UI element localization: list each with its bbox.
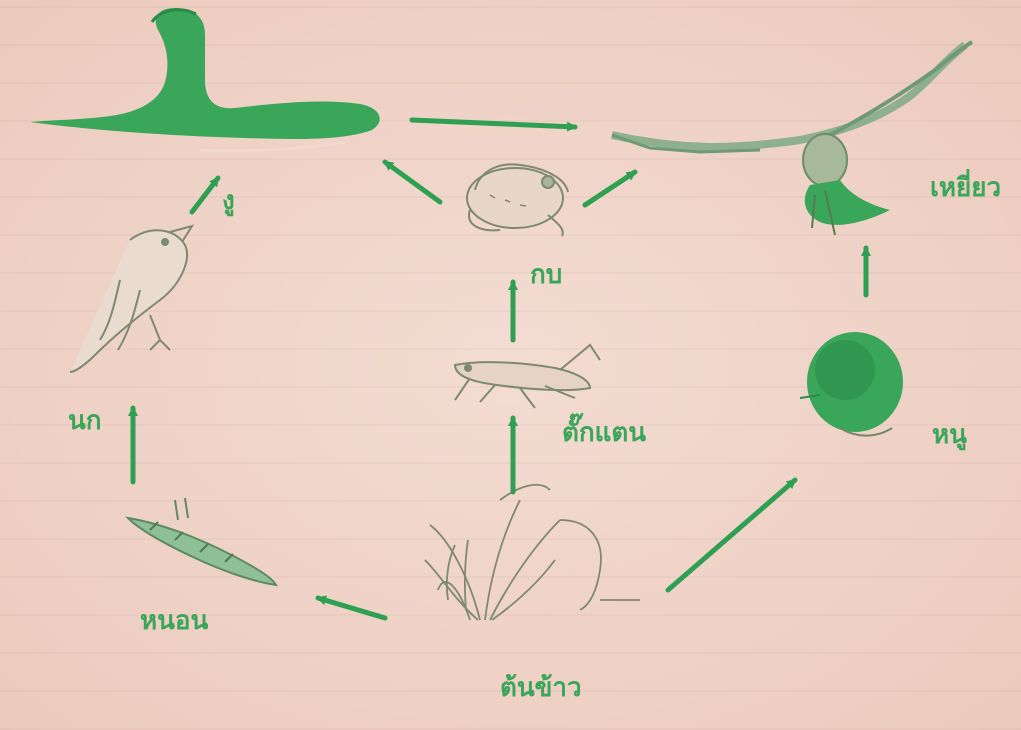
- rice-plant-illustration: [425, 485, 640, 620]
- bird-label: นก: [68, 408, 102, 434]
- grasshopper-label: ตั๊กแตน: [562, 420, 646, 446]
- snake-illustration: [30, 8, 380, 151]
- hawk-label: เหยี่ยว: [930, 175, 1001, 201]
- rice-label: ต้นข้าว: [500, 675, 582, 701]
- arrow-frog-to-hawk: [585, 172, 635, 205]
- arrow-snake-to-hawk: [412, 120, 575, 127]
- caterpillar-label: หนอน: [140, 608, 208, 634]
- bird-illustration: [70, 226, 192, 372]
- arrow-rice-to-caterpillar: [318, 598, 385, 618]
- arrow-frog-to-snake: [385, 162, 440, 202]
- grasshopper-illustration: [455, 345, 600, 408]
- frog-illustration: [467, 164, 568, 236]
- frog-label: กบ: [530, 262, 562, 288]
- snake-label: งู: [222, 188, 235, 214]
- arrow-rice-to-rat: [668, 480, 795, 590]
- hawk-illustration: [612, 42, 972, 235]
- rat-illustration: [800, 332, 903, 436]
- caterpillar-illustration: [128, 498, 276, 585]
- arrow-bird-to-snake: [192, 178, 218, 212]
- rat-label: หนู: [932, 422, 967, 448]
